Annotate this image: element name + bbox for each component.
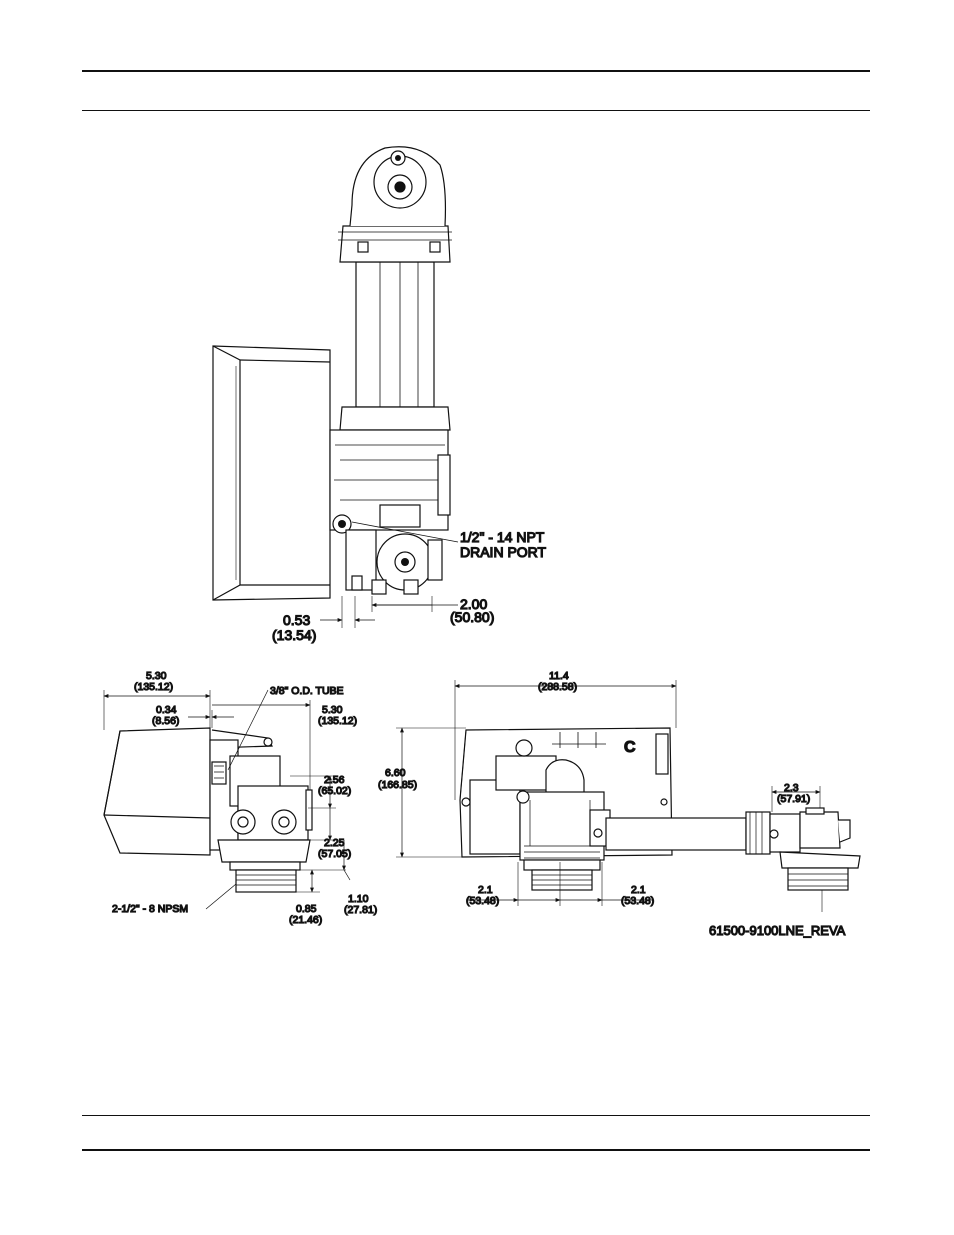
cover-width-dimension-mm: (135.12) xyxy=(134,681,173,693)
drawing-reference-number: 61500-9100LNE_REVA xyxy=(709,923,846,938)
body-depth-dimension-mm: (135.12) xyxy=(318,715,357,727)
top-view-valve-body xyxy=(330,407,450,594)
side-view-valve-body xyxy=(210,740,312,892)
top-view-cover xyxy=(213,346,330,600)
thread-length-dimension-mm: (21.46) xyxy=(289,914,322,926)
overall-height-dimension: 6.60 xyxy=(385,767,406,779)
bypass-width-dimension-mm: (57.91) xyxy=(777,793,810,805)
top-view-riser xyxy=(356,262,434,407)
tube-size-label: 3/8" O.D. TUBE xyxy=(270,685,344,697)
right-half-dimension-mm: (53.48) xyxy=(621,895,654,907)
port-spacing-dimension-mm: (50.80) xyxy=(450,609,494,625)
overall-height-dimension-mm: (166.85) xyxy=(378,779,417,791)
inlet-height-dimension-mm: (65.02) xyxy=(318,785,351,797)
overall-width-dimension-mm: (288.58) xyxy=(538,681,577,693)
cover-offset-dimension-mm: (8.56) xyxy=(152,715,179,727)
drain-port-label: DRAIN PORT xyxy=(460,544,547,560)
front-view-bypass xyxy=(606,808,860,890)
drain-offset-dimension: 0.53 xyxy=(283,612,310,628)
cover-logo: C xyxy=(624,739,636,756)
front-view: C xyxy=(378,670,860,912)
outlet-height-dimension-mm: (57.05) xyxy=(318,848,351,860)
drain-offset-dimension-mm: (13.54) xyxy=(272,627,316,643)
top-view: 1/2" - 14 NPT DRAIN PORT 0.53 (13.54) 2.… xyxy=(213,147,547,643)
side-view: 5.30 (135.12) 3/8" O.D. TUBE 0.34 (8.56)… xyxy=(104,670,377,926)
drain-port-size-label: 1/2" - 14 NPT xyxy=(460,529,545,545)
thread-size-label: 2-1/2" - 8 NPSM xyxy=(112,903,188,915)
collar-height-dimension-mm: (27.81) xyxy=(344,904,377,916)
side-view-cover xyxy=(104,728,210,855)
left-half-dimension-mm: (53.48) xyxy=(466,895,499,907)
top-view-head xyxy=(338,147,452,262)
